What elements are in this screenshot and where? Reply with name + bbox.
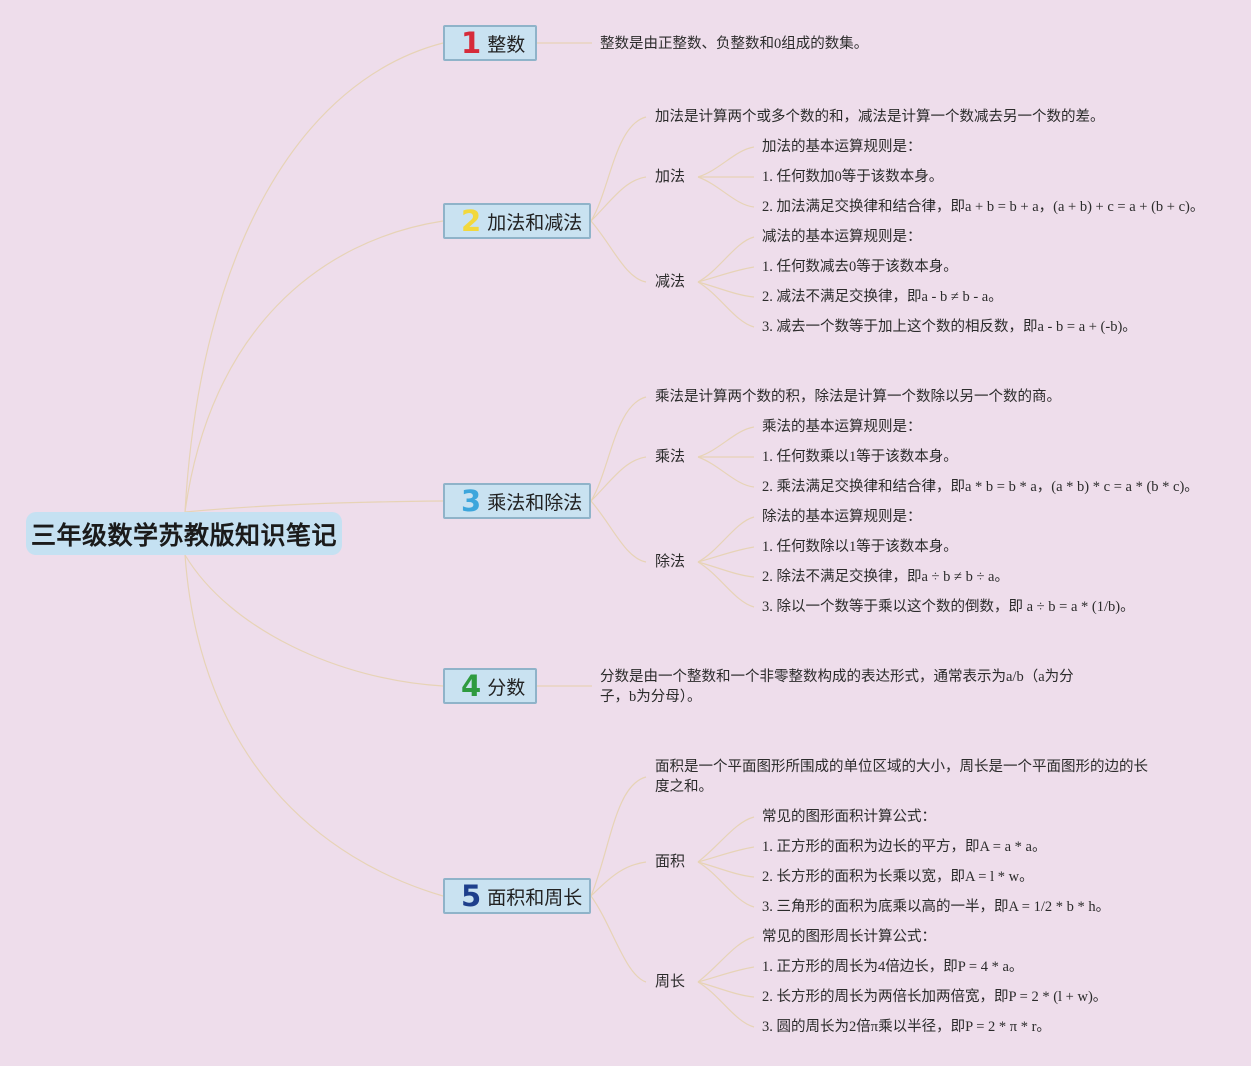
rule-item: 2. 长方形的周长为两倍长加两倍宽，即P = 2 * (l + w)。 (762, 989, 1108, 1005)
number-3-badge: 3 (461, 483, 482, 518)
rule-item: 1. 任何数乘以1等于该数本身。 (762, 449, 958, 465)
topic-description: 整数是由正整数、负整数和0组成的数集。 (600, 36, 869, 52)
topic-label: 加法和减法 (487, 211, 583, 234)
topic-label: 分数 (487, 676, 526, 699)
number-2-badge: 2 (461, 203, 482, 238)
rule-item: 3. 减去一个数等于加上这个数的相反数，即a - b = a + (-b)。 (762, 319, 1137, 335)
rule-item: 1. 任何数除以1等于该数本身。 (762, 539, 958, 555)
rule-item: 2. 减法不满足交换律，即a - b ≠ b - a。 (762, 289, 1003, 305)
topic-node-fractions[interactable]: 4 分数 (443, 668, 537, 704)
rule-item: 1. 正方形的面积为边长的平方，即A = a * a。 (762, 839, 1047, 855)
topic-description: 乘法是计算两个数的积，除法是计算一个数除以另一个数的商。 (655, 389, 1061, 405)
topic-node-area-perimeter[interactable]: 5 面积和周长 (443, 878, 591, 914)
subtopic-area[interactable]: 面积 (655, 854, 686, 870)
rule-item: 常见的图形周长计算公式： (762, 929, 936, 945)
topic-description: 面积是一个平面图形所围成的单位区域的大小，周长是一个平面图形的边的长度之和。 (655, 759, 1148, 795)
rule-item: 1. 任何数加0等于该数本身。 (762, 169, 944, 185)
rule-item: 2. 乘法满足交换律和结合律，即a * b = b * a，(a * b) * … (762, 479, 1199, 495)
topic-label: 面积和周长 (487, 886, 583, 909)
rule-item: 常见的图形面积计算公式： (762, 809, 936, 825)
rule-item: 3. 三角形的面积为底乘以高的一半，即A = 1/2 * b * h。 (762, 899, 1111, 915)
topic-label: 乘法和除法 (487, 491, 583, 514)
subtopic-division[interactable]: 除法 (655, 554, 686, 570)
rule-item: 2. 长方形的面积为长乘以宽，即A = l * w。 (762, 869, 1034, 885)
rule-item: 1. 正方形的周长为4倍边长，即P = 4 * a。 (762, 959, 1024, 975)
topic-description: 分数是由一个整数和一个非零整数构成的表达形式，通常表示为a/b（a为分子，b为分… (600, 669, 1074, 705)
topic-node-addition-subtraction[interactable]: 2 加法和减法 (443, 203, 591, 239)
topic-description: 加法是计算两个或多个数的和，减法是计算一个数减去另一个数的差。 (655, 109, 1105, 125)
rule-item: 3. 除以一个数等于乘以这个数的倒数，即 a ÷ b = a * (1/b)。 (762, 599, 1135, 615)
rule-item: 2. 除法不满足交换律，即a ÷ b ≠ b ÷ a。 (762, 569, 1009, 585)
rule-item: 2. 加法满足交换律和结合律，即a + b = b + a，(a + b) + … (762, 199, 1205, 215)
subtopic-multiplication[interactable]: 乘法 (655, 449, 686, 465)
topic-node-multiplication-division[interactable]: 3 乘法和除法 (443, 483, 591, 519)
number-5-badge: 5 (461, 878, 482, 913)
rule-item: 加法的基本运算规则是： (762, 139, 922, 155)
topic-node-integers[interactable]: 1 整数 (443, 25, 537, 61)
rule-item: 乘法的基本运算规则是： (762, 419, 922, 435)
rule-item: 除法的基本运算规则是： (762, 509, 922, 525)
rule-item: 3. 圆的周长为2倍π乘以半径，即P = 2 * π * r。 (762, 1019, 1051, 1035)
number-4-badge: 4 (461, 668, 482, 703)
rule-item: 减法的基本运算规则是： (762, 229, 922, 245)
root-node-title[interactable]: 三年级数学苏教版知识笔记 (26, 512, 342, 555)
subtopic-perimeter[interactable]: 周长 (655, 974, 686, 990)
subtopic-subtraction[interactable]: 减法 (655, 274, 686, 290)
rule-item: 1. 任何数减去0等于该数本身。 (762, 259, 958, 275)
subtopic-addition[interactable]: 加法 (655, 169, 686, 185)
topic-label: 整数 (487, 33, 526, 56)
number-1-badge: 1 (461, 25, 482, 60)
